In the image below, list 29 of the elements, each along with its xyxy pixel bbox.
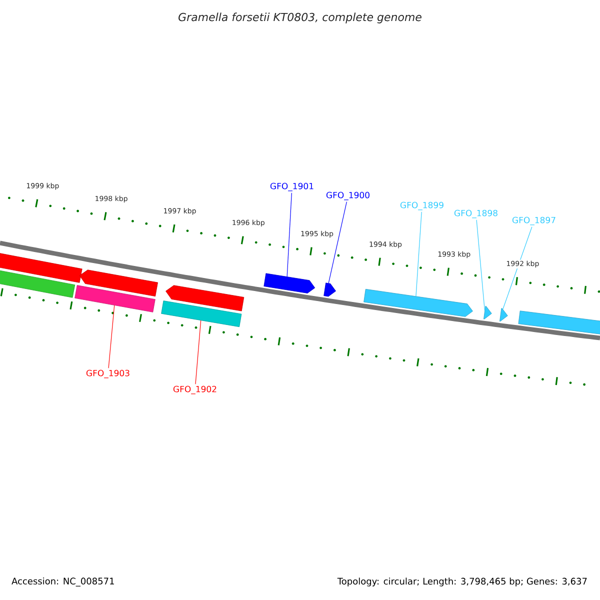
gene-block: [161, 300, 242, 328]
leader-line: [502, 226, 532, 310]
title: Gramella forsetii KT0803, complete genome: [178, 12, 422, 24]
gene-label: GFO_1898: [454, 210, 498, 218]
leader-line: [328, 202, 347, 284]
gene-block: [484, 306, 492, 320]
accession-text: Accession: NC_008571: [12, 578, 114, 586]
genome-summary: Topology: circular; Length: 3,798,465 bp; Genes: 3,637: [337, 578, 587, 586]
leader-line: [108, 305, 115, 368]
gene-block: [518, 310, 600, 334]
gene-block: [166, 285, 244, 312]
gene-block: [364, 288, 473, 317]
leader-line: [286, 192, 292, 277]
leader-line: [195, 320, 202, 384]
gene-label: GFO_1897: [512, 216, 556, 226]
gene-label: GFO_1902: [173, 386, 216, 394]
gene-block: [0, 269, 76, 298]
gene-block: [264, 273, 316, 294]
gene-block: [74, 285, 156, 312]
gene-block: [79, 270, 158, 296]
gene-label: GFO_1899: [400, 202, 444, 210]
gene-block: [0, 252, 82, 283]
gene-label: GFO_1901: [270, 182, 314, 192]
gene-label: GFO_1900: [326, 192, 370, 200]
gene-label: GFO_1903: [86, 370, 130, 378]
leader-line: [416, 212, 422, 296]
gene-block: [500, 308, 508, 322]
leader-line: [476, 220, 485, 311]
gene-block: [324, 282, 336, 297]
